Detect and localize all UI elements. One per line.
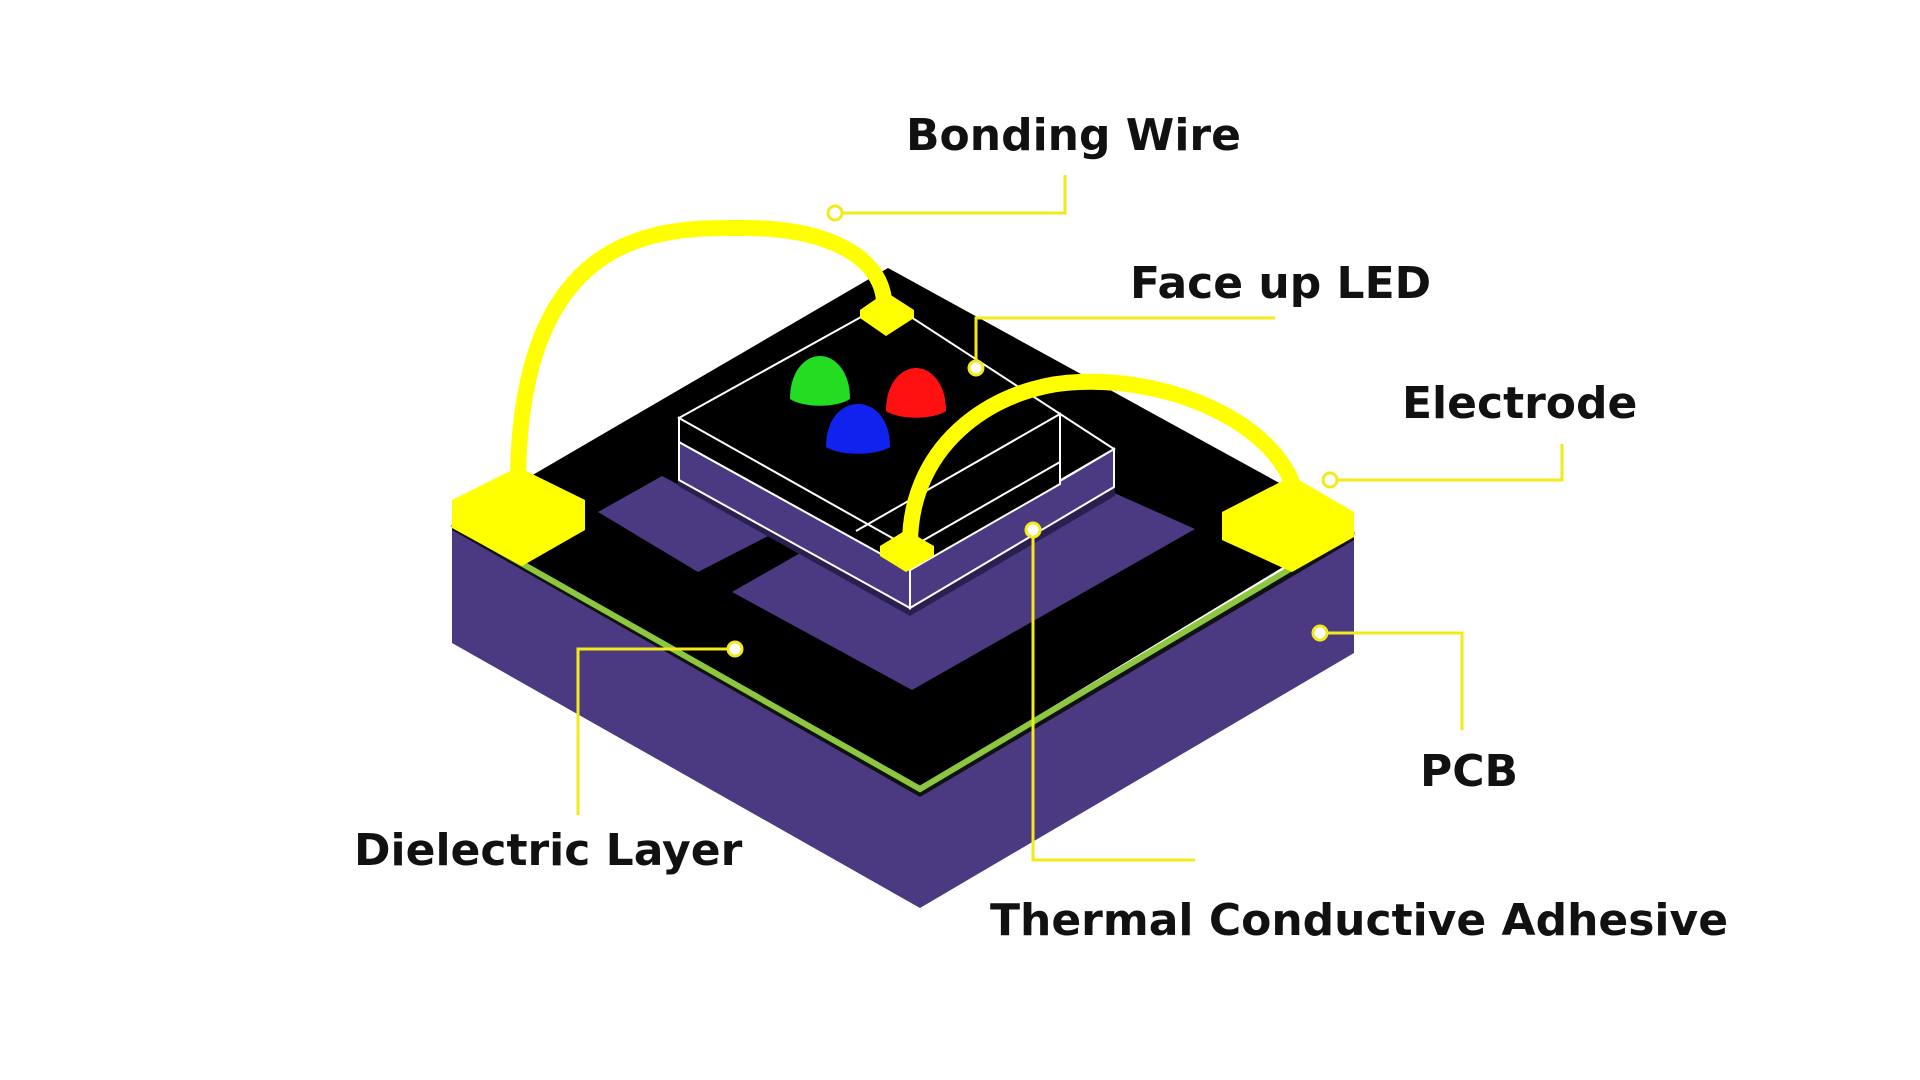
dot-adhesive <box>1024 521 1042 539</box>
pcb-left-face <box>452 527 920 908</box>
label-dielectric-layer: Dielectric Layer <box>354 825 743 876</box>
led-red-dome <box>886 368 946 418</box>
electrode-chip-front <box>880 530 934 572</box>
label-face-up-led: Face up LED <box>1130 258 1431 309</box>
led-green-dome <box>790 356 850 406</box>
led-blue-dome <box>826 404 890 454</box>
dot-electrode <box>1321 471 1339 489</box>
leader-pcb <box>1322 631 1464 730</box>
pcb-right-face <box>920 537 1354 908</box>
dot-dielectric <box>726 640 744 658</box>
dot-pcb <box>1311 624 1329 642</box>
green-trace <box>450 521 1356 793</box>
label-electrode: Electrode <box>1402 378 1637 429</box>
electrode-right <box>1222 476 1354 572</box>
label-thermal-conductive-adhesive: Thermal Conductive Adhesive <box>990 895 1728 946</box>
leader-electrode <box>1330 444 1564 482</box>
adhesive-shadow <box>678 476 1115 616</box>
leader-dielectric <box>576 647 735 815</box>
purple-pad-left <box>598 476 772 572</box>
label-bonding-wire: Bonding Wire <box>906 110 1241 161</box>
dot-face-up-led <box>967 359 985 377</box>
bonding-wire-right <box>902 373 1306 552</box>
bonding-wire-left <box>510 219 892 493</box>
leader-bonding-wire <box>837 175 1067 215</box>
label-pcb: PCB <box>1420 746 1518 797</box>
dot-bonding-wire <box>826 204 844 222</box>
leader-face-up-led <box>974 316 1275 368</box>
electrode-left <box>452 467 585 566</box>
leader-adhesive <box>1031 530 1195 862</box>
leader-lines <box>576 175 1564 862</box>
leader-dots <box>726 204 1339 658</box>
electrode-top-chip <box>860 292 914 336</box>
